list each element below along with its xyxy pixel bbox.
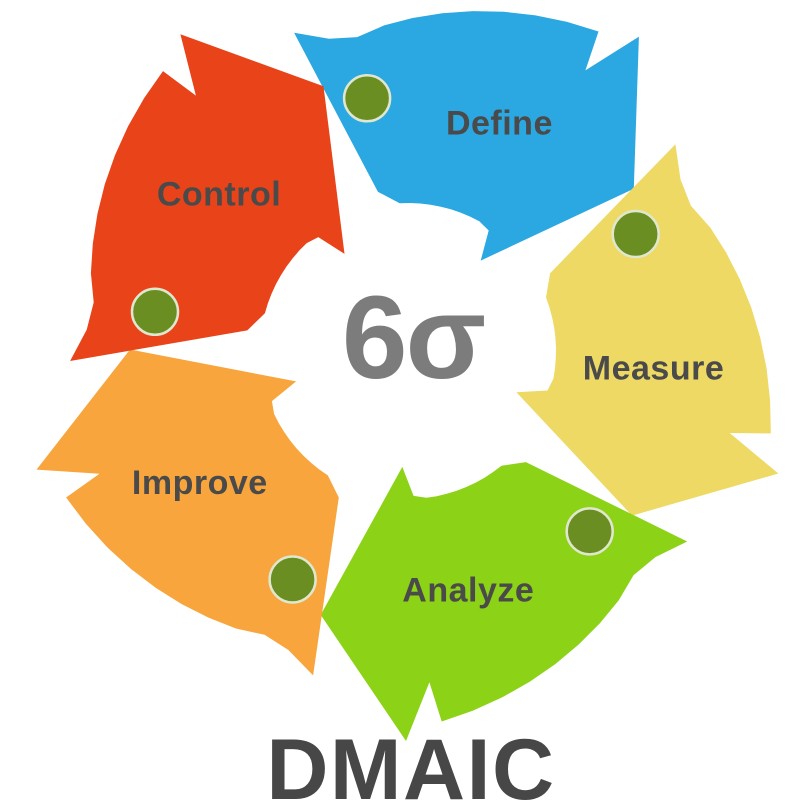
junction-dot-define <box>342 74 392 123</box>
segment-label-control: Control <box>157 176 281 214</box>
cycle-arrows-layer <box>36 11 779 741</box>
cycle-arrow-define <box>294 11 639 261</box>
junction-dot-measure <box>611 209 660 259</box>
junction-dot-analyze <box>565 507 614 556</box>
cycle-arrow-control <box>70 34 345 362</box>
cycle-arrow-measure <box>516 144 779 516</box>
segment-label-measure: Measure <box>583 349 724 387</box>
cycle-arrow-improve <box>36 349 339 676</box>
segment-label-analyze: Analyze <box>402 572 534 610</box>
segment-label-define: Define <box>446 105 553 143</box>
center-six-sigma-label: 6σ <box>342 272 485 404</box>
junction-dot-improve <box>268 555 317 604</box>
junction-dots-layer <box>130 74 660 604</box>
junction-dot-control <box>130 287 180 337</box>
segment-label-improve: Improve <box>132 464 268 502</box>
diagram-title: DMAIC <box>266 722 555 812</box>
